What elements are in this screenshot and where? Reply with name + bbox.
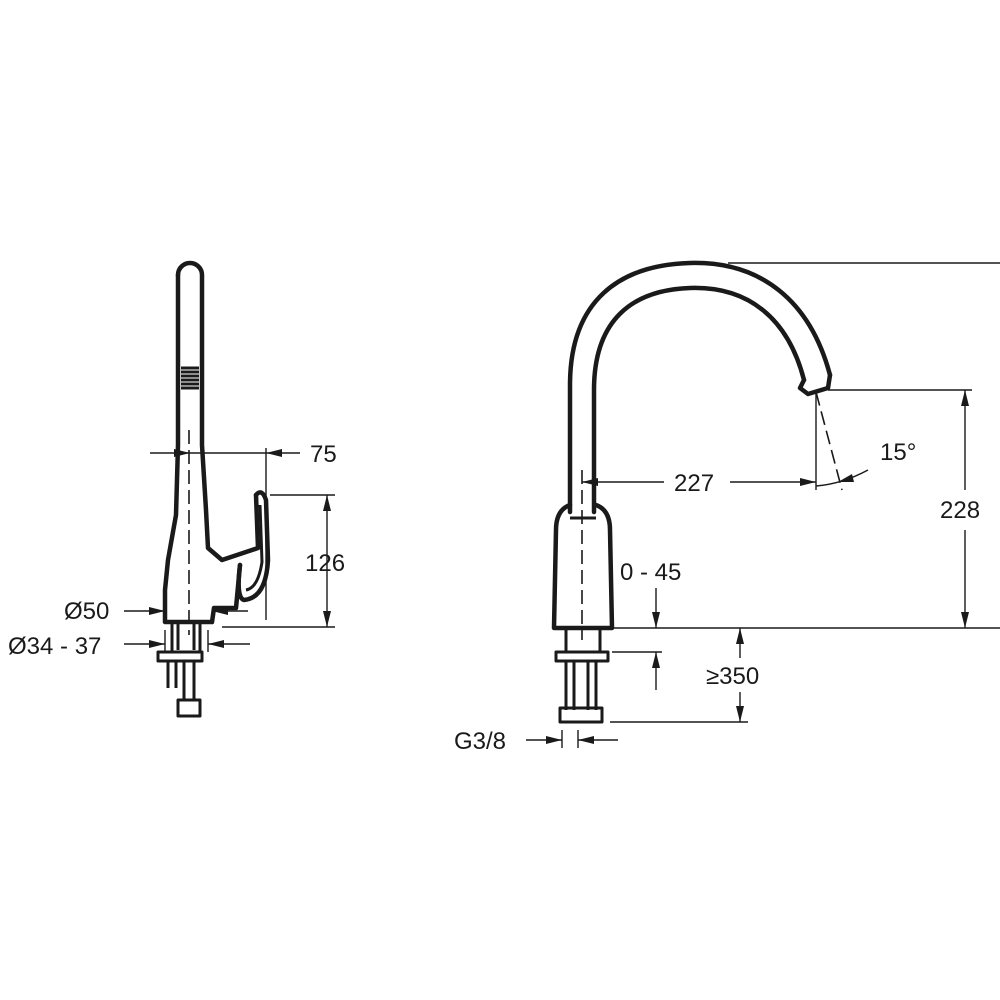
dim-g38-lines — [526, 730, 618, 748]
side-lever-inner — [245, 504, 264, 592]
dim-75-label: 75 — [310, 441, 337, 468]
dim-d34-label: Ø34 - 37 — [8, 633, 101, 660]
side-nozzle-ring — [181, 366, 199, 390]
side-hose-nut — [176, 698, 202, 718]
dim-126-lines — [222, 494, 335, 628]
front-body — [551, 502, 615, 631]
side-spout-outline — [175, 260, 261, 563]
dim-d50-arrow-left — [149, 607, 165, 615]
front-spout-outer — [567, 260, 833, 515]
dim-75-arrow-right — [266, 449, 282, 457]
front-view: 15° 227 228 0 - 45 ≥350 G3/8 — [454, 260, 1000, 755]
side-hose — [166, 661, 196, 700]
side-base-stem — [170, 622, 202, 652]
dim-g38-arrow-left — [546, 736, 562, 744]
dim-228-lines — [612, 262, 1000, 629]
dim-d34-arrow-right — [208, 640, 224, 648]
dim-d50-label: Ø50 — [64, 598, 109, 625]
dim-d50-arrow-right — [212, 607, 228, 615]
dim-227-arrow-right — [800, 478, 816, 486]
dim-126-label: 126 — [305, 550, 345, 577]
dim-15-lines — [815, 392, 869, 490]
dim-045-lines — [612, 588, 662, 690]
dim-227-label: 227 — [674, 470, 714, 497]
front-nozzle — [797, 372, 833, 397]
dim-228-label: 228 — [940, 497, 980, 524]
dim-045-label: 0 - 45 — [620, 559, 681, 586]
side-view: 75 126 Ø50 Ø34 - 37 — [8, 260, 345, 718]
dim-126-arrow-bottom — [323, 611, 331, 627]
dim-g38-arrow-right — [578, 736, 594, 744]
front-base-stem — [564, 628, 602, 652]
dim-126-arrow-top — [323, 495, 331, 511]
front-spout-inner — [591, 285, 807, 515]
dim-350-label: ≥350 — [706, 663, 759, 690]
side-lever — [236, 490, 271, 603]
dim-228-arrow-top — [961, 390, 969, 406]
dim-045-arrow-top — [652, 612, 660, 628]
front-hoses — [564, 661, 598, 710]
dim-227-arrow-left — [582, 478, 598, 486]
dim-350-arrow-top — [736, 628, 744, 644]
dim-d34-lines — [124, 630, 250, 652]
dim-045-arrow-bottom — [652, 652, 660, 668]
dim-d34-arrow-left — [149, 640, 165, 648]
dim-15-arrow — [838, 474, 854, 482]
dim-g38-label: G3/8 — [454, 728, 506, 755]
dim-350-arrow-bottom — [736, 706, 744, 722]
dim-75-arrow-left — [174, 449, 190, 457]
dim-15-ray — [815, 391, 843, 491]
dim-228-arrow-bottom — [961, 612, 969, 628]
side-base-plate — [156, 650, 204, 663]
front-base-plate — [554, 650, 610, 663]
front-hose-nuts — [558, 706, 604, 724]
dim-15-label: 15° — [880, 439, 916, 466]
